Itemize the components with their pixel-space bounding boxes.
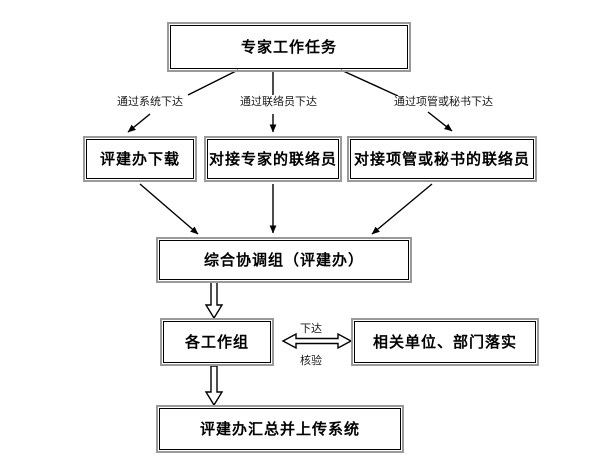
node-summary-upload[interactable]: 评建办汇总并上传系统 xyxy=(156,405,404,453)
block-arrow-workgroups-to-summary xyxy=(204,365,224,407)
edge-label-via-system: 通过系统下达 xyxy=(115,95,185,109)
arrow-right-to-coordination xyxy=(371,183,433,235)
edge-label-via-system-text: 通过系统下达 xyxy=(117,95,183,108)
node-related-units[interactable]: 相关单位、部门落实 xyxy=(351,318,539,366)
block-arrow-coordination-to-workgroups xyxy=(204,281,224,320)
node-top-task[interactable]: 专家工作任务 xyxy=(167,22,411,72)
edge-label-via-pm-or-secretary: 通过项管或秘书下达 xyxy=(392,95,495,109)
node-top-task-label: 专家工作任务 xyxy=(240,37,337,56)
node-row2-left[interactable]: 评建办下载 xyxy=(83,136,197,182)
node-row2-middle-label: 对接专家的联络员 xyxy=(208,149,337,168)
edge-label-via-liaison-text: 通过联络员下达 xyxy=(240,95,317,108)
edge-label-assign-text: 下达 xyxy=(300,322,322,335)
node-coordination-group[interactable]: 综合协调组（评建办） xyxy=(156,237,412,283)
node-coordination-group-label: 综合协调组（评建办） xyxy=(203,250,364,269)
edge-label-via-liaison: 通过联络员下达 xyxy=(238,95,319,109)
edge-label-verify-text: 核验 xyxy=(300,354,322,367)
block-arrow-workgroups-units-bidirectional xyxy=(281,332,353,350)
node-summary-upload-label: 评建办汇总并上传系统 xyxy=(199,419,360,438)
node-row2-right[interactable]: 对接项管或秘书的联络员 xyxy=(347,136,537,182)
node-row2-right-label: 对接项管或秘书的联络员 xyxy=(353,149,530,168)
node-workgroups-label: 各工作组 xyxy=(184,332,249,351)
arrow-top-to-right xyxy=(340,69,453,132)
arrow-left-to-coordination xyxy=(139,183,199,235)
node-workgroups[interactable]: 各工作组 xyxy=(160,318,274,366)
node-related-units-label: 相关单位、部门落实 xyxy=(372,332,517,351)
node-row2-left-label: 评建办下载 xyxy=(99,149,180,168)
node-row2-middle[interactable]: 对接专家的联络员 xyxy=(204,136,342,182)
edge-label-via-pm-or-secretary-text: 通过项管或秘书下达 xyxy=(394,95,493,108)
edge-label-verify: 核验 xyxy=(298,354,324,368)
arrow-top-to-left xyxy=(127,69,239,133)
edge-label-assign: 下达 xyxy=(298,322,324,336)
